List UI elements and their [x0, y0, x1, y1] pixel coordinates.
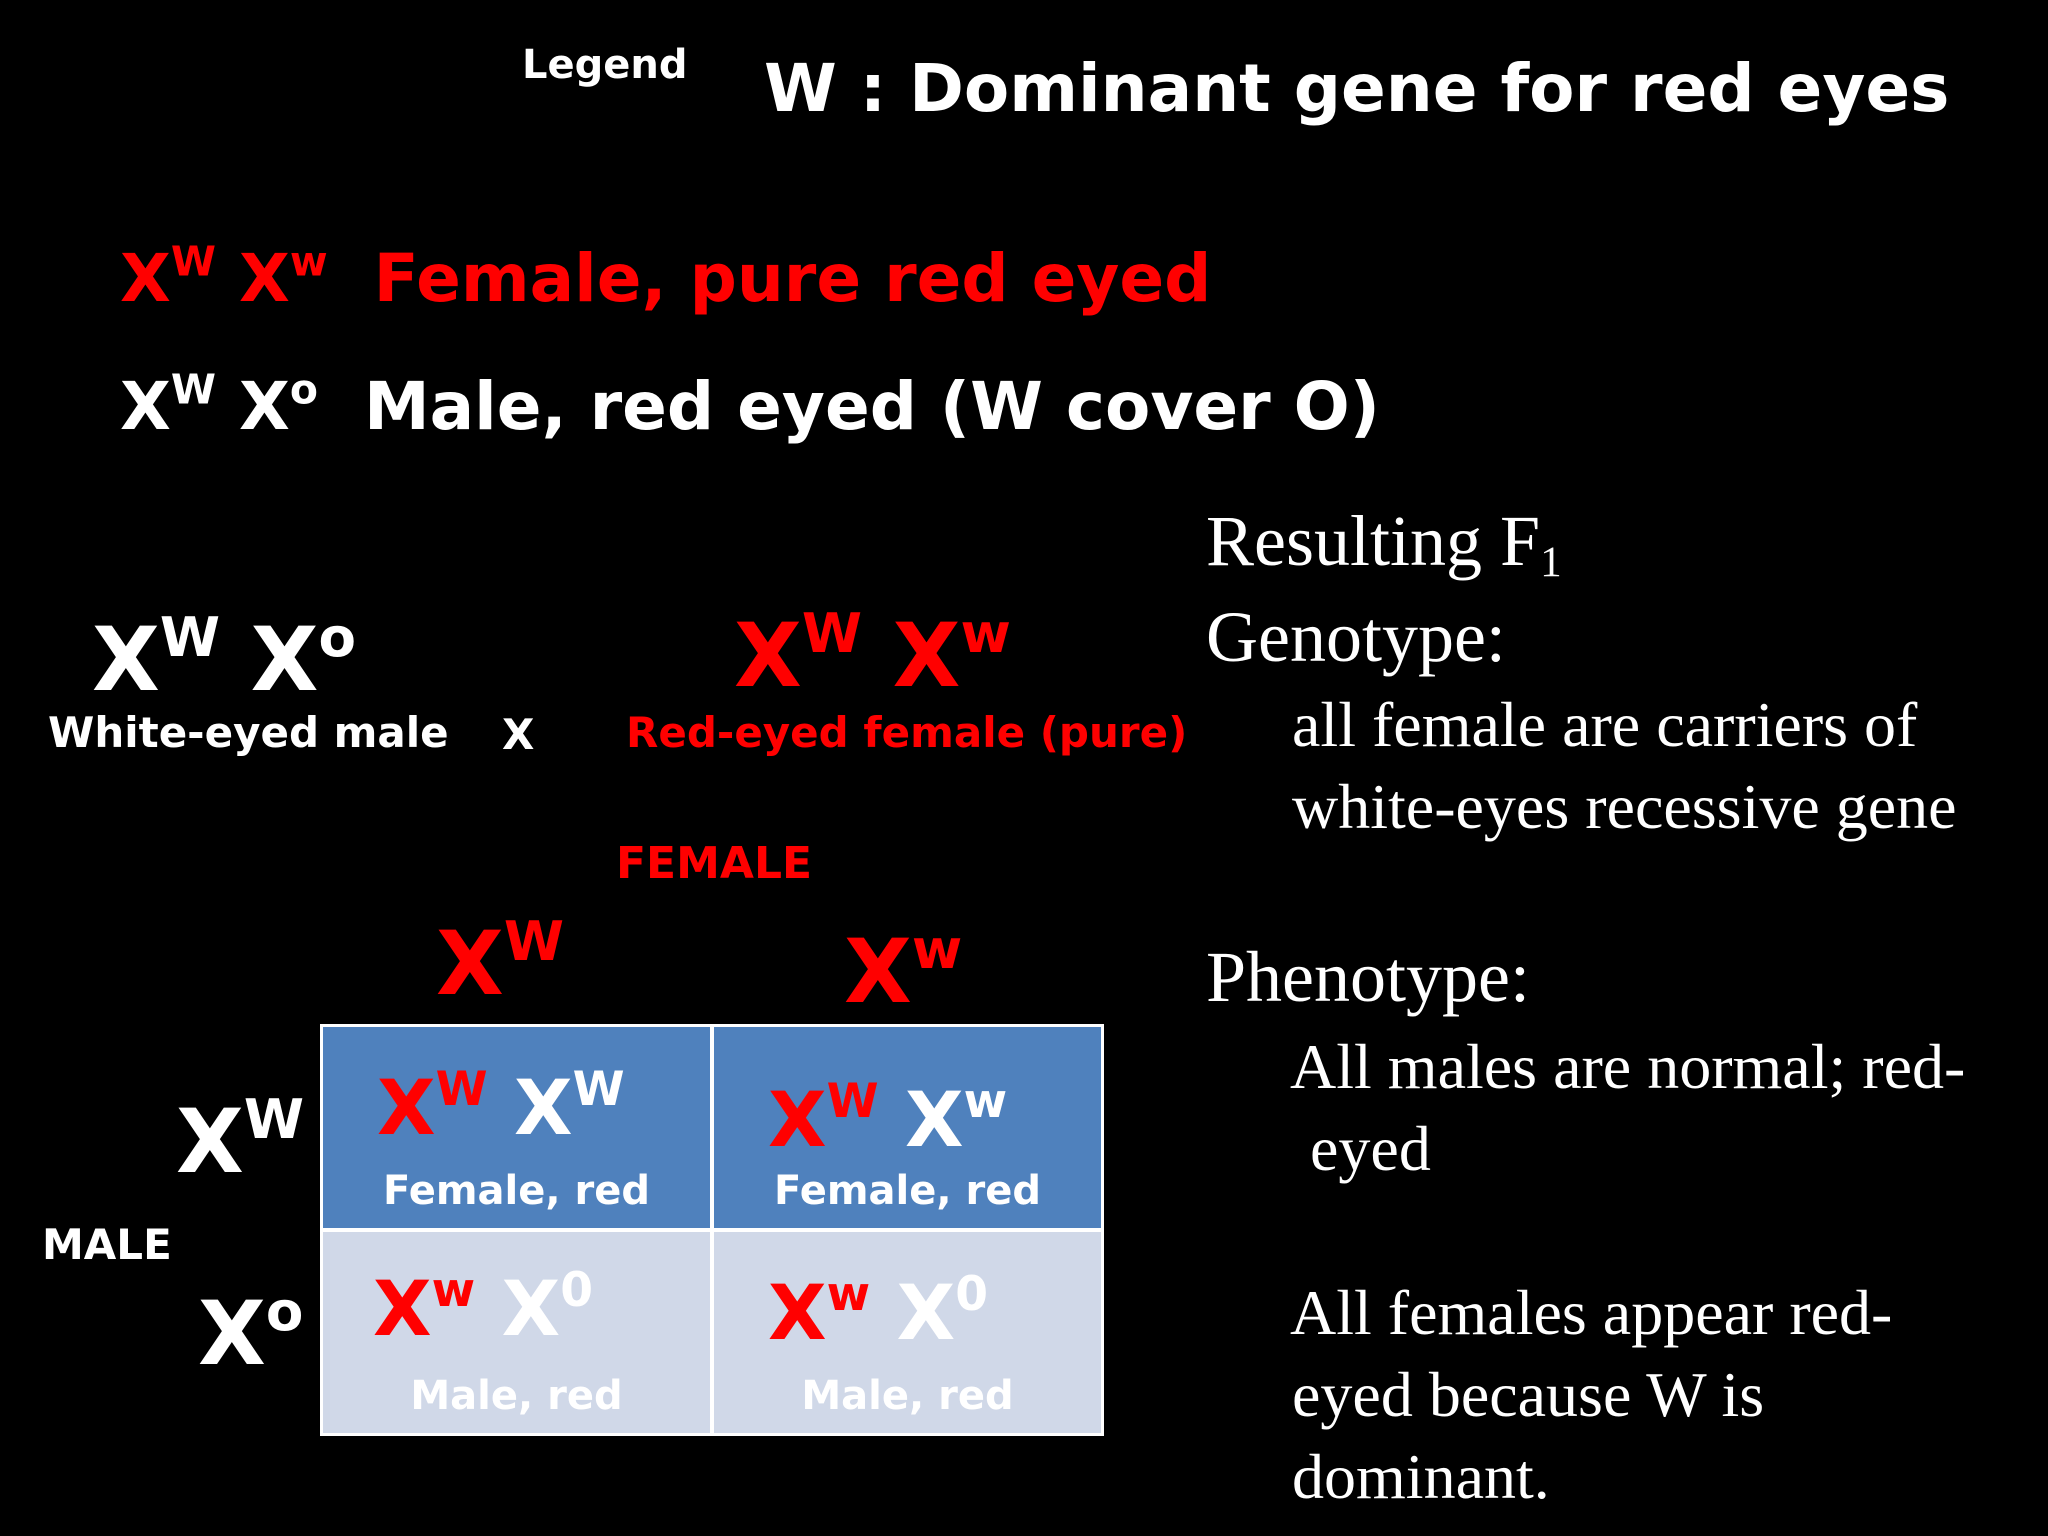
allele-sup: o [265, 1279, 304, 1344]
results-title: Resulting F1 [1206, 500, 1562, 586]
allele-sup: W [243, 1087, 305, 1152]
allele-sup: W [801, 601, 863, 666]
allele-x: X [896, 1268, 956, 1357]
allele-sup: W [503, 909, 565, 974]
allele-sup: w [826, 1266, 871, 1322]
allele-sup: W [170, 237, 217, 286]
allele-x: X [892, 604, 961, 707]
punnett-cell: XW Xw Female, red [714, 1027, 1101, 1228]
allele-sup: o [318, 605, 357, 670]
allele-x: X [905, 1075, 964, 1164]
allele-sup: 0 [560, 1262, 593, 1318]
allele-x: X [239, 240, 290, 317]
col-header-1: XW [436, 912, 564, 1015]
phenotype-heading: Phenotype: [1206, 937, 1530, 1017]
genotype-heading: Genotype: [1206, 597, 1506, 677]
cross-female-genotype: XW Xw [734, 604, 1011, 707]
cross-female-label: Red-eyed female (pure) [626, 708, 1188, 757]
cell-phenotype: Female, red [774, 1168, 1041, 1214]
genotype-male-def: XW Xo Male, red eyed (W cover O) [120, 368, 1380, 445]
genotype-line-2: white-eyes recessive gene [1292, 771, 1957, 842]
allele-x: X [92, 608, 160, 711]
cross-male-genotype: XW Xo [92, 608, 356, 711]
allele-x: X [120, 240, 171, 317]
allele-sup: W [826, 1073, 879, 1129]
allele-sup: w [963, 1073, 1008, 1129]
phenotype-females-line-3: dominant. [1292, 1441, 1550, 1512]
allele-x: X [377, 1063, 436, 1152]
cross-symbol: X [502, 710, 535, 759]
cell-genotype: XW XW [377, 1063, 625, 1152]
allele-x: X [120, 368, 171, 445]
allele-x: X [250, 608, 319, 711]
punnett-square: XW XW Female, red XW Xw Female, red Xw X… [320, 1024, 1104, 1436]
allele-sup: W [159, 605, 221, 670]
allele-sup: w [289, 237, 328, 286]
allele-x: X [239, 368, 290, 445]
punnett-cell: Xw X0 Male, red [323, 1232, 710, 1433]
allele-sup: w [431, 1262, 476, 1318]
allele-x: X [734, 604, 802, 707]
legend-label: Legend [522, 42, 688, 88]
genotype-desc: Female, pure red eyed [373, 240, 1212, 317]
row-header-2: Xo [198, 1282, 303, 1385]
allele-sup: W [572, 1061, 625, 1117]
punnett-cell: XW XW Female, red [323, 1027, 710, 1228]
allele-x: X [768, 1268, 827, 1357]
allele-x: X [373, 1264, 432, 1353]
phenotype-males-line-2: eyed [1310, 1113, 1431, 1184]
genotype-female-def: XW Xw Female, pure red eyed [120, 240, 1211, 317]
phenotype-females-line-1: All females appear red- [1290, 1277, 1893, 1348]
punnett-male-label: MALE [42, 1220, 172, 1269]
allele-sup: W [170, 365, 217, 414]
allele-x: X [844, 920, 912, 1023]
allele-x: X [501, 1264, 561, 1353]
punnett-female-label: FEMALE [616, 838, 813, 889]
allele-x: X [514, 1063, 573, 1152]
allele-sup: 0 [955, 1266, 988, 1322]
results-title-text: Resulting F [1206, 501, 1541, 581]
cross-male-label: White-eyed male [48, 708, 449, 757]
results-title-sub: 1 [1540, 538, 1562, 586]
allele-x: X [436, 912, 504, 1015]
punnett-cell: Xw X0 Male, red [714, 1232, 1101, 1433]
row-header-1: XW [176, 1090, 304, 1193]
genotype-desc: Male, red eyed (W cover O) [363, 368, 1380, 445]
allele-x: X [198, 1282, 266, 1385]
allele-sup: w [960, 601, 1011, 666]
allele-sup: o [289, 365, 318, 414]
legend-definition: W : Dominant gene for red eyes [764, 50, 1950, 127]
cell-phenotype: Male, red [801, 1373, 1014, 1419]
cell-genotype: Xw X0 [373, 1264, 593, 1353]
cell-genotype: Xw X0 [768, 1268, 988, 1357]
allele-sup: W [435, 1061, 488, 1117]
phenotype-males-line-1: All males are normal; red- [1290, 1031, 1966, 1102]
allele-x: X [768, 1075, 827, 1164]
cell-genotype: XW Xw [768, 1075, 1007, 1164]
allele-sup: w [911, 917, 963, 982]
cell-phenotype: Female, red [383, 1168, 650, 1214]
phenotype-females-line-2: eyed because W is [1292, 1359, 1765, 1430]
allele-x: X [176, 1090, 244, 1193]
cell-phenotype: Male, red [410, 1373, 623, 1419]
col-header-2: Xw [844, 920, 962, 1023]
genotype-line-1: all female are carriers of [1292, 689, 1918, 760]
